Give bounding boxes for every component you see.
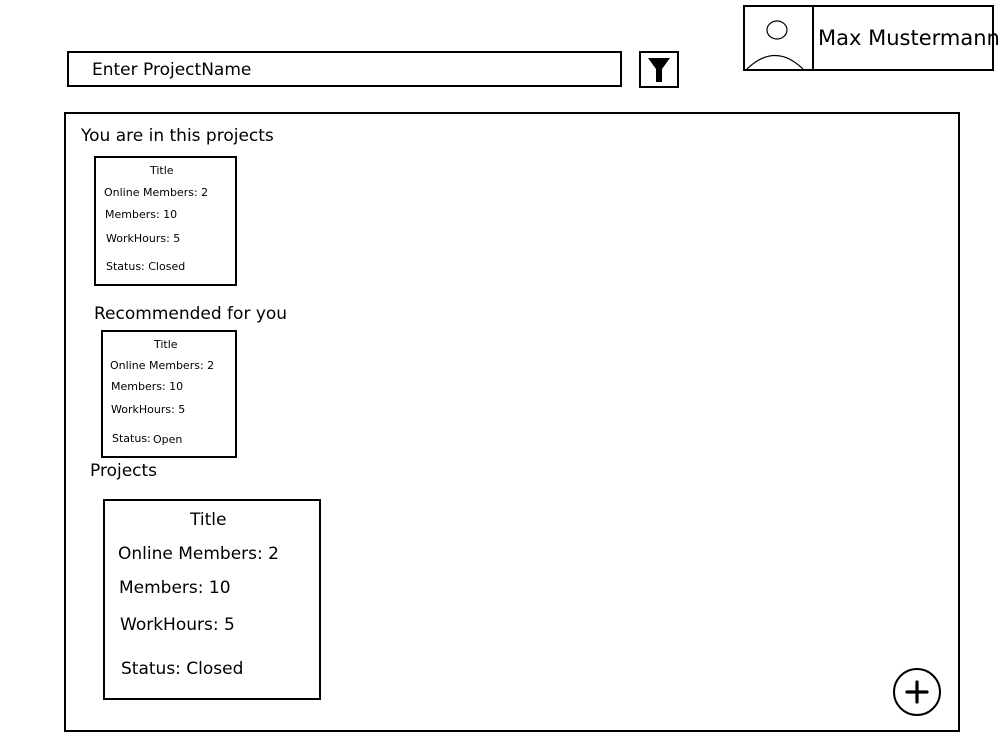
section-title-projects: Projects [90, 461, 158, 481]
project-card-recommended[interactable]: Title Online Members: 2 Members: 10 Work… [101, 330, 237, 458]
main-panel: You are in this projects Title Online Me… [64, 112, 960, 732]
card-members: Members: 10 [105, 208, 178, 221]
card-status-value: Open [153, 433, 183, 446]
search-input[interactable]: Enter ProjectName [67, 51, 622, 87]
card-title: Title [154, 338, 178, 351]
card-online-members: Online Members: 2 [110, 359, 215, 372]
card-workhours: WorkHours: 5 [120, 615, 235, 635]
profile-box[interactable]: Max Mustermann [743, 5, 1000, 71]
card-online-members: Online Members: 2 [104, 186, 209, 199]
card-members: Members: 10 [111, 380, 184, 393]
add-project-button[interactable] [893, 668, 941, 716]
section-title-recommended: Recommended for you [94, 304, 288, 324]
card-status: Status: Closed [106, 260, 186, 273]
card-online-members: Online Members: 2 [118, 544, 279, 564]
card-members: Members: 10 [119, 578, 231, 598]
card-title: Title [190, 510, 227, 530]
filter-icon [648, 57, 670, 82]
profile-name: Max Mustermann [818, 26, 1000, 50]
card-status-label: Status: [112, 432, 151, 445]
user-avatar-icon [745, 7, 814, 70]
project-card[interactable]: Title Online Members: 2 Members: 10 Work… [103, 499, 321, 700]
card-title: Title [150, 164, 174, 177]
plus-icon [905, 680, 929, 704]
project-card-my[interactable]: Title Online Members: 2 Members: 10 Work… [94, 156, 237, 286]
filter-button[interactable] [639, 51, 679, 88]
card-status: Status: Closed [121, 659, 244, 679]
card-workhours: WorkHours: 5 [111, 403, 186, 416]
card-workhours: WorkHours: 5 [106, 232, 181, 245]
section-title-my-projects: You are in this projects [81, 126, 274, 146]
